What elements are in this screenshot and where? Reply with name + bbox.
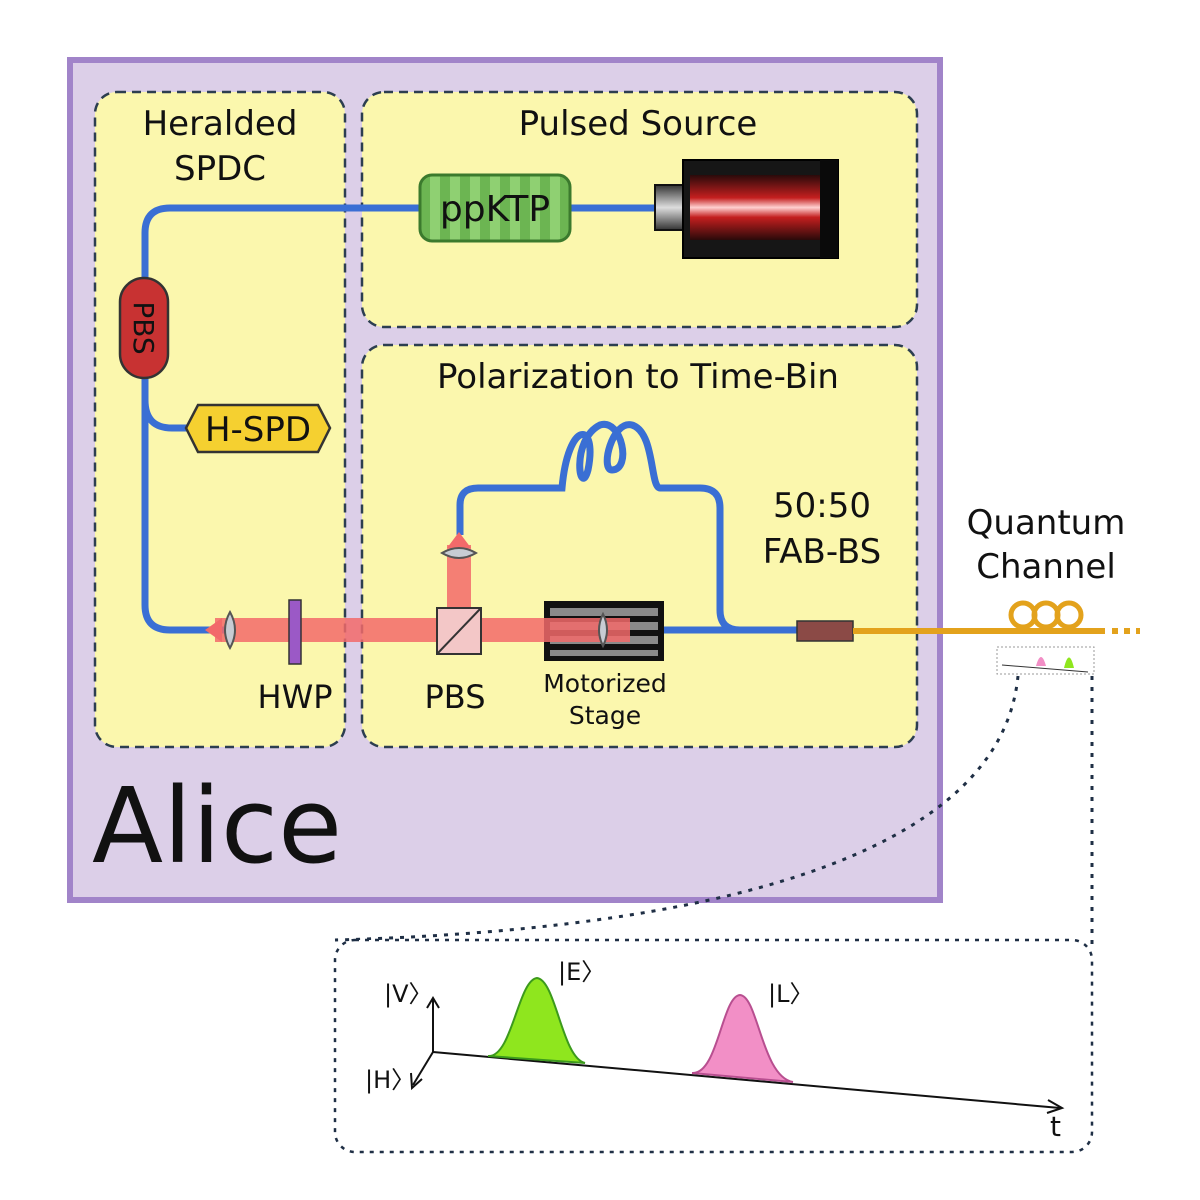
axis-v-label: |V〉: [384, 980, 433, 1008]
channel-label-line1: Quantum: [967, 503, 1126, 543]
inset-axes: [410, 996, 1065, 1114]
connector-left: [334, 675, 1020, 942]
hwp-label: HWP: [258, 678, 333, 716]
h-spd: [184, 403, 332, 454]
pulse-late-label: |L〉: [768, 980, 813, 1008]
pol-timebin-title: Polarization to Time-Bin: [437, 357, 839, 397]
motorized-stage: [544, 601, 664, 661]
channel-label-line2: Channel: [976, 547, 1116, 587]
ppktp-label: ppKTP: [440, 189, 550, 230]
pulsed-source-title: Pulsed Source: [519, 104, 758, 144]
fiber-long-arm: [456, 421, 800, 634]
spdc-title-line2: SPDC: [174, 149, 266, 189]
pulse-early-label: |E〉: [558, 958, 605, 986]
fiber-hspd-branch: [141, 399, 195, 432]
lens-vertical: [440, 547, 478, 559]
axis-t-label: t: [1050, 1110, 1061, 1143]
pbs-cube: [436, 607, 482, 655]
h-spd-label: H-SPD: [205, 410, 311, 450]
hwp: [288, 599, 302, 665]
fab-bs: [796, 620, 854, 642]
alice-label: Alice: [92, 765, 342, 887]
beam-left-head: [205, 618, 222, 642]
pulse-late: [691, 993, 794, 1083]
timebin-inset: [333, 938, 1094, 1154]
pulse-early: [487, 976, 586, 1064]
pbs-cube-label: PBS: [425, 678, 486, 716]
mini-inset: [996, 646, 1095, 675]
bs-label-line2: FAB-BS: [763, 532, 881, 572]
ppktp-crystal: [418, 173, 572, 243]
pol-timebin-panel: [360, 343, 919, 749]
pbs-fiber: [118, 276, 170, 380]
bs-label-line1: 50:50: [773, 486, 871, 526]
beam-vertical-head: [447, 532, 471, 548]
lens-left: [224, 609, 236, 651]
stage-label-line2: Stage: [569, 701, 641, 730]
fiber-left-loop: [141, 204, 660, 634]
fiber-spool: [1008, 600, 1084, 630]
pbs-fiber-label: PBS: [127, 301, 160, 354]
axis-h-label: |H〉: [365, 1066, 415, 1094]
laser-source: [654, 159, 839, 259]
spdc-title-line1: Heralded: [143, 104, 298, 144]
stage-label-line1: Motorized: [543, 669, 667, 698]
